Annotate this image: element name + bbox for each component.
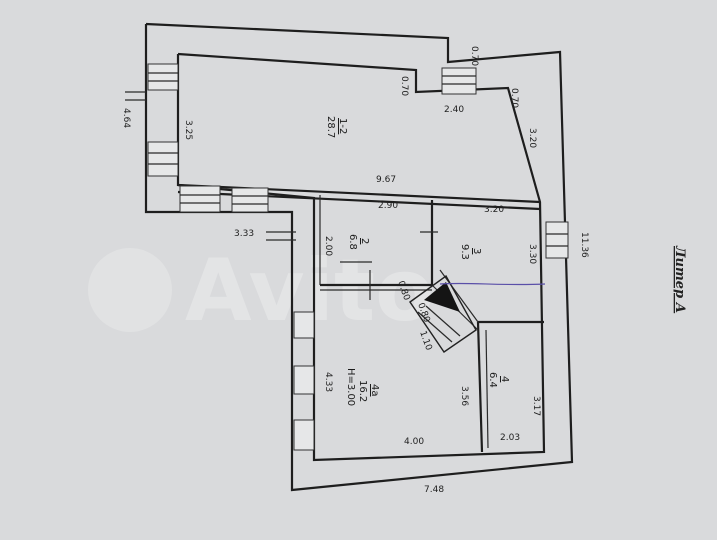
dim-niche-left: 0.70	[399, 76, 409, 96]
window-right	[545, 221, 569, 259]
plan-title: Литер А	[672, 245, 687, 313]
svg-text:9.3: 9.3	[459, 244, 470, 260]
window-bottom-2	[231, 187, 269, 213]
svg-text:H=3.00: H=3.00	[345, 368, 356, 406]
dim-room5-width: 3.17	[531, 396, 541, 416]
window-room4a-2	[293, 365, 315, 395]
stair-passage	[409, 274, 477, 353]
dim-corridor-length: 9.67	[376, 175, 396, 185]
windows	[147, 63, 569, 451]
window-left-2	[147, 141, 179, 177]
dim-corridor-width: 3.25	[183, 120, 193, 140]
window-room4a-3	[293, 419, 315, 451]
svg-text:4a: 4a	[369, 384, 380, 397]
svg-text:4: 4	[499, 376, 510, 382]
dim-room3-length: 3.20	[484, 205, 504, 215]
room4-left-wall	[476, 321, 484, 453]
window-room4a-1	[293, 311, 315, 339]
window-left-1	[147, 63, 179, 91]
room-label-4: 4 6.4	[487, 372, 510, 388]
room-label-2: 2 6.8	[347, 234, 370, 250]
svg-text:1-2: 1-2	[337, 118, 348, 134]
dim-step-depth: 2.00	[323, 236, 333, 256]
dim-room5-length: 2.03	[500, 433, 520, 443]
dim-left-height: 4.64	[121, 108, 131, 128]
dim-overall-length: 11.36	[579, 232, 589, 258]
dim-room4a-inner: 3.56	[459, 386, 469, 406]
svg-text:6.8: 6.8	[347, 234, 358, 250]
window-top-niche	[441, 67, 477, 95]
dimension-marks	[125, 91, 296, 241]
room-label-4a: 4a 16.2 H=3.00	[345, 368, 380, 406]
dim-room2-length: 2.90	[378, 201, 398, 211]
svg-text:28.7: 28.7	[325, 116, 336, 138]
pen-mark	[439, 282, 546, 286]
window-bottom-1	[179, 185, 221, 213]
room-label-1-2: 1-2 28.7	[325, 116, 348, 138]
svg-text:2: 2	[359, 238, 370, 244]
dim-room4a-width: 4.33	[323, 372, 333, 392]
dim-room4a-length: 4.00	[404, 437, 424, 447]
dim-overall-width: 7.48	[424, 485, 444, 495]
dim-niche-right: 0.70	[509, 88, 519, 108]
watermark: Avito	[88, 241, 434, 341]
dim-room3-width: 3.30	[527, 244, 537, 264]
svg-text:3: 3	[471, 248, 482, 254]
dim-step-width: 3.33	[234, 229, 254, 239]
dim-niche-top: 0.70	[469, 46, 479, 66]
dim-right-wall-upper: 3.20	[527, 128, 537, 148]
svg-text:6.4: 6.4	[487, 372, 498, 388]
dim-niche-length: 2.40	[444, 105, 464, 115]
svg-text:16.2: 16.2	[357, 380, 368, 402]
room-label-3: 3 9.3	[459, 244, 482, 260]
